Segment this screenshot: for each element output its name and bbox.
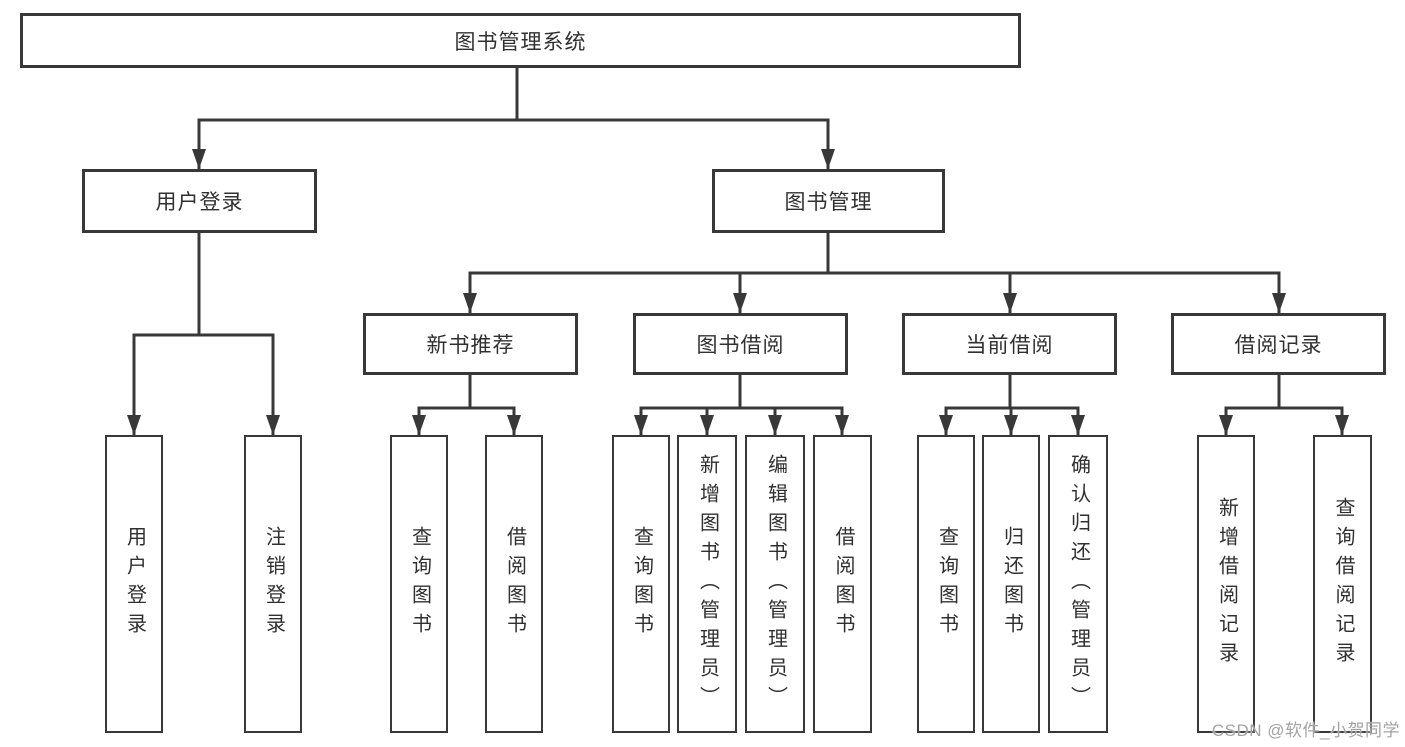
leaf-borrow-books: 借阅图书 xyxy=(813,435,872,733)
leaf-query-books-recommend: 查询图书 xyxy=(390,435,448,733)
watermark: CSDN @软件_小贺同学 xyxy=(1211,721,1400,740)
leaf-confirm-return-admin: 确认归还（管理员） xyxy=(1048,435,1108,733)
node-root: 图书管理系统 xyxy=(20,13,1021,68)
leaf-query-books-current: 查询图书 xyxy=(917,435,975,733)
leaf-logout: 注销登录 xyxy=(244,435,302,733)
node-book-borrow: 图书借阅 xyxy=(633,313,848,375)
leaf-query-borrow-record-label: 查询借阅记录 xyxy=(1332,497,1354,671)
node-book-management: 图书管理 xyxy=(712,169,945,233)
node-user-login: 用户登录 xyxy=(82,169,317,233)
leaf-query-books-recommend-label: 查询图书 xyxy=(408,526,431,642)
node-root-label: 图书管理系统 xyxy=(454,30,587,54)
leaf-query-books-borrow-label: 查询图书 xyxy=(630,526,653,642)
leaf-add-borrow-record: 新增借阅记录 xyxy=(1197,435,1255,733)
leaf-edit-books-admin-label: 编辑图书（管理员） xyxy=(764,453,787,715)
leaf-query-books-current-label: 查询图书 xyxy=(935,526,958,642)
leaf-query-books-borrow: 查询图书 xyxy=(612,435,670,733)
leaf-user-login: 用户登录 xyxy=(105,435,163,733)
leaf-edit-books-admin: 编辑图书（管理员） xyxy=(745,435,805,733)
leaf-borrow-books-recommend: 借阅图书 xyxy=(485,435,543,733)
leaf-user-login-label: 用户登录 xyxy=(123,526,146,642)
leaf-add-borrow-record-label: 新增借阅记录 xyxy=(1215,497,1238,671)
node-new-book-recommend-label: 新书推荐 xyxy=(426,334,515,357)
leaf-borrow-books-label: 借阅图书 xyxy=(832,526,854,642)
node-user-login-label: 用户登录 xyxy=(155,191,244,214)
node-current-borrow-label: 当前借阅 xyxy=(965,334,1054,357)
leaf-add-books-admin: 新增图书（管理员） xyxy=(677,435,737,733)
leaf-logout-label: 注销登录 xyxy=(262,526,285,642)
node-borrow-records: 借阅记录 xyxy=(1171,313,1386,375)
leaf-return-books: 归还图书 xyxy=(982,435,1040,733)
node-borrow-records-label: 借阅记录 xyxy=(1234,334,1323,357)
leaf-borrow-books-recommend-label: 借阅图书 xyxy=(503,526,526,642)
leaf-confirm-return-admin-label: 确认归还（管理员） xyxy=(1067,453,1090,715)
node-book-management-label: 图书管理 xyxy=(784,191,873,214)
node-new-book-recommend: 新书推荐 xyxy=(363,313,578,375)
node-current-borrow: 当前借阅 xyxy=(902,313,1117,375)
leaf-return-books-label: 归还图书 xyxy=(1000,526,1023,642)
node-book-borrow-label: 图书借阅 xyxy=(696,334,785,357)
leaf-query-borrow-record: 查询借阅记录 xyxy=(1313,435,1372,733)
leaf-add-books-admin-label: 新增图书（管理员） xyxy=(696,453,719,715)
